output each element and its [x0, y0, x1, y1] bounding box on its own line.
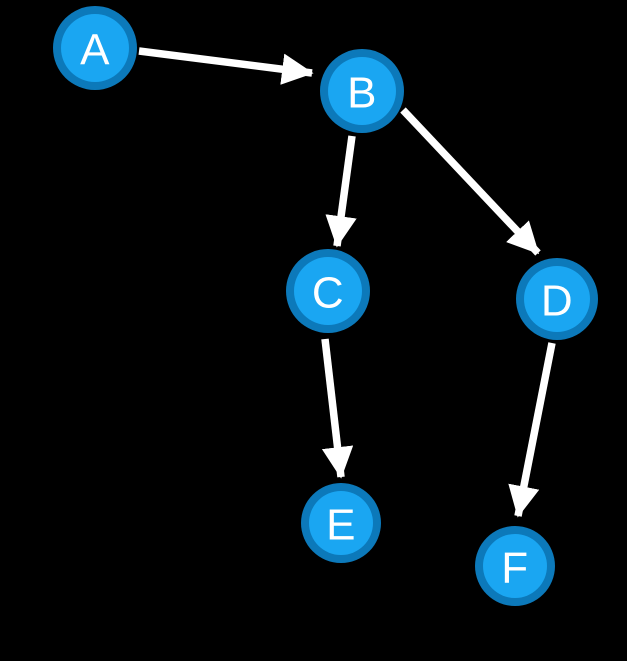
node-body: [483, 534, 547, 598]
node-label-D: D: [541, 276, 573, 325]
graph-node-D[interactable]: D: [516, 258, 598, 340]
graph-node-B[interactable]: B: [320, 49, 404, 133]
graph-node-A[interactable]: A: [53, 6, 137, 90]
edge-D-F[interactable]: [508, 342, 556, 518]
graph-node-E[interactable]: E: [301, 483, 381, 563]
node-label-F: F: [501, 543, 528, 592]
edge-B-C[interactable]: [325, 135, 357, 248]
node-body: [309, 491, 373, 555]
node-label-E: E: [326, 500, 356, 549]
node-label-C: C: [312, 268, 344, 317]
node-body: [294, 257, 362, 325]
edge-C-E[interactable]: [321, 338, 354, 479]
node-body: [328, 57, 396, 125]
edge-A-B[interactable]: [138, 47, 314, 85]
node-body: [524, 266, 590, 332]
edge-B-D[interactable]: [400, 107, 541, 256]
graph-node-C[interactable]: C: [286, 249, 370, 333]
graph-node-F[interactable]: F: [475, 526, 555, 606]
node-body: [61, 14, 129, 82]
node-label-A: A: [80, 25, 110, 74]
node-label-B: B: [347, 68, 377, 117]
